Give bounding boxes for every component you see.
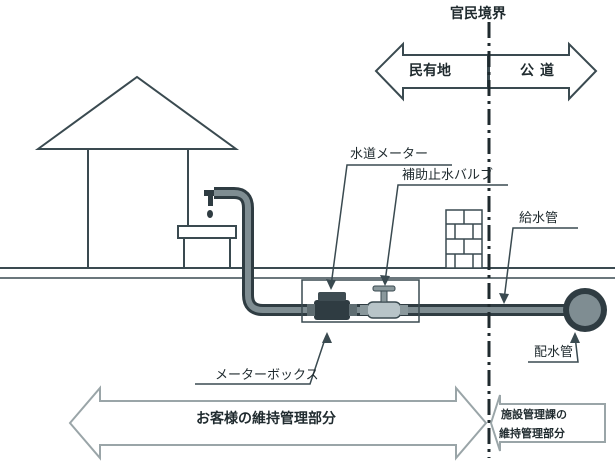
meter-box-label: メーターボックス [215, 368, 319, 383]
leader-lines [195, 164, 579, 385]
facility-maintenance-label-line1: 施設管理課の [501, 408, 567, 421]
public-road-label: 公道 [520, 63, 560, 79]
facility-maintenance-arrow [489, 394, 606, 452]
boundary-label: 官民境界 [450, 6, 506, 22]
valve-icon [360, 285, 408, 319]
water-meter-icon [307, 292, 357, 320]
water-meter-label: 水道メーター [350, 147, 429, 162]
block-wall-icon [445, 209, 483, 269]
supply-pipe-label: 給水管 [519, 211, 559, 226]
service-pipe-inner [214, 190, 574, 313]
public-road-arrow [488, 41, 598, 102]
facility-maintenance-label-line2: 維持管理部分 [499, 427, 565, 440]
aux-valve-label: 補助止水バルブ [402, 168, 494, 183]
private-land-label: 民有地 [409, 63, 451, 79]
faucet-icon [204, 190, 220, 218]
leader-arrowheads [322, 275, 580, 343]
distribution-pipe-icon [563, 288, 607, 332]
customer-maintenance-arrow [68, 385, 488, 461]
distribution-pipe-label: 配水管 [534, 345, 574, 360]
meter-box [301, 279, 420, 323]
sink-counter [177, 225, 237, 269]
customer-maintenance-label: お客様の維持管理部分 [196, 411, 336, 427]
